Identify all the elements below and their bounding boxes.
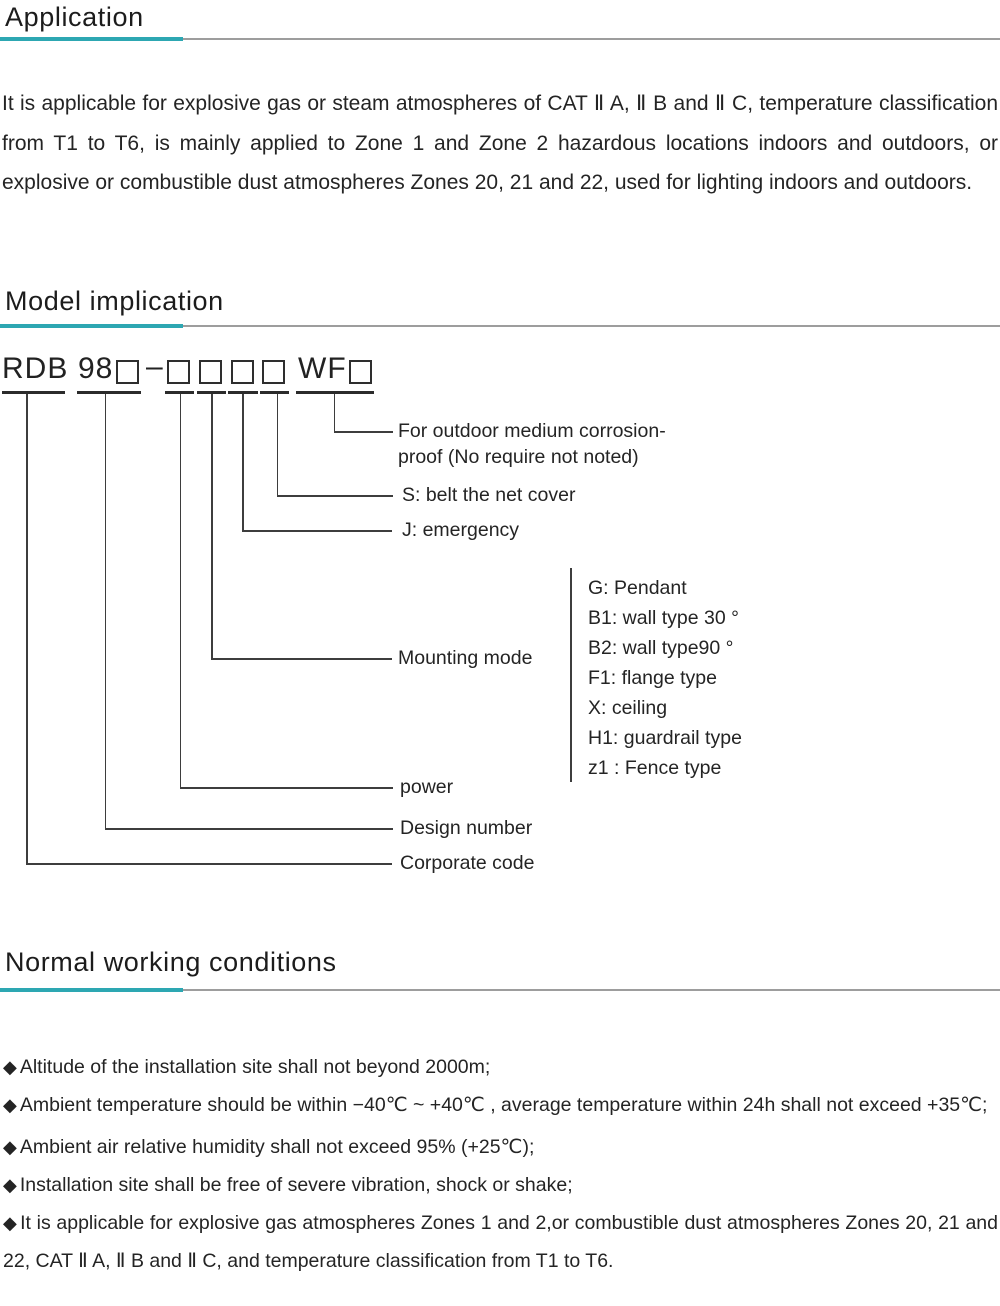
label-corporate-code: Corporate code [400,852,535,874]
code-underline [296,391,374,394]
code-separator: – [146,350,164,383]
condition-item: ◆It is applicable for explosive gas atmo… [3,1212,998,1272]
code-underline [197,391,226,394]
diamond-bullet-icon: ◆ [3,1095,17,1115]
mounting-option: X: ceiling [588,697,668,719]
code-placeholder-box [262,360,285,384]
diamond-bullet-icon: ◆ [3,1057,17,1077]
code-underline [165,391,194,394]
code-suffix-text: WF [298,352,347,385]
connector-line [211,658,392,660]
connector-line [26,863,392,865]
mounting-option: H1: guardrail type [588,727,742,749]
section-rule [0,37,1000,41]
label-emergency: J: emergency [402,519,520,541]
code-placeholder-box [199,360,222,384]
connector-line [179,787,393,789]
code-placeholder-box [167,360,190,384]
mounting-options-list: G: Pendant B1: wall type 30 ° B2: wall t… [588,573,742,783]
label-outdoor-corrosion: For outdoor medium corrosion- proof (No … [398,420,666,468]
code-underline [228,391,258,394]
condition-item: ◆Altitude of the installation site shall… [3,1056,491,1078]
connector-line [333,431,393,433]
code-placeholder-box [231,360,254,384]
label-power: power [400,776,454,798]
rule-accent-segment [0,324,183,328]
section-rule [0,324,1000,328]
connector-line [179,394,181,787]
mounting-option: F1: flange type [588,667,717,689]
connector-line [242,394,244,530]
connector-line [104,828,393,830]
application-body-text: It is applicable for explosive gas or st… [2,92,998,194]
section-title-model-implication: Model implication [5,286,224,316]
section-rule [0,988,1000,992]
code-underline [77,391,141,394]
section-title-application: Application [5,2,144,32]
rule-accent-segment [0,37,183,41]
condition-item: ◆Ambient air relative humidity shall not… [3,1136,535,1158]
condition-item: ◆Installation site shall be free of seve… [3,1174,573,1196]
connector-line [276,495,393,497]
diamond-bullet-icon: ◆ [3,1175,17,1195]
mounting-option: B1: wall type 30 ° [588,607,739,629]
connector-line [104,394,106,828]
diamond-bullet-icon: ◆ [3,1213,18,1233]
label-design-number: Design number [400,817,533,839]
code-design-text: 98 [78,352,114,385]
connector-line [211,394,213,658]
code-placeholder-box [349,360,372,384]
mounting-option: G: Pendant [588,577,687,599]
mounting-option: z1 : Fence type [588,757,722,779]
mounting-option: B2: wall type90 ° [588,637,734,659]
code-underline [2,391,65,394]
section-title-normal-working-conditions: Normal working conditions [5,947,337,977]
connector-line [242,530,392,532]
options-divider-line [570,568,572,782]
rule-gray-segment [183,37,1000,41]
condition-item: ◆Ambient temperature should be within −4… [3,1094,988,1116]
diamond-bullet-icon: ◆ [3,1137,17,1157]
connector-line [26,394,28,863]
rule-accent-segment [0,988,183,992]
conditions-list: ◆Altitude of the installation site shall… [3,1048,998,1280]
model-code-diagram: RDB 98 – WF For ou [0,340,1000,886]
rule-gray-segment [183,988,1000,992]
code-corporate-text: RDB [2,352,69,385]
rule-gray-segment [183,324,1000,328]
code-placeholder-box [116,360,139,384]
connector-line [276,394,278,495]
label-mounting-mode: Mounting mode [398,647,533,669]
code-underline [260,391,289,394]
label-net-cover: S: belt the net cover [402,484,576,506]
connector-line [333,394,335,431]
